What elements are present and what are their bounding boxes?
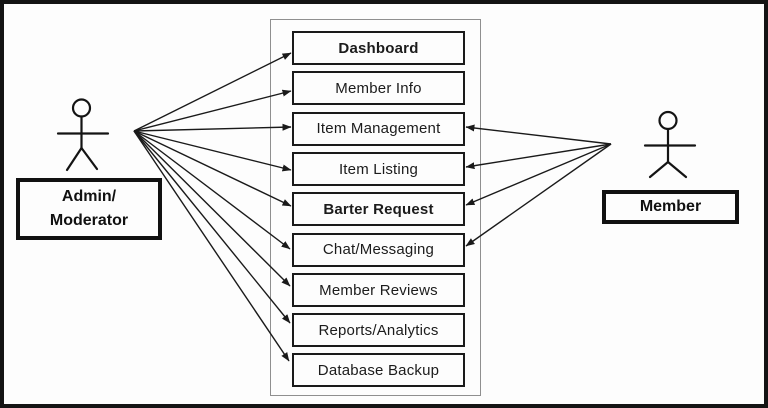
edge-admin-item-management xyxy=(133,123,292,132)
member-edges xyxy=(465,124,612,247)
edge-admin-barter-request xyxy=(133,130,292,207)
usecase-barter-request: Barter Request xyxy=(292,192,465,226)
usecase-reports-analytics: Reports/Analytics xyxy=(292,313,465,347)
usecase-dashboard: Dashboard xyxy=(292,31,465,65)
edge-admin-member-info xyxy=(133,89,292,132)
admin-actor-label: Admin/ Moderator xyxy=(16,178,162,240)
usecase-item-management: Item Management xyxy=(292,111,465,146)
admin-edges xyxy=(133,52,292,362)
edge-member-barter-request xyxy=(465,143,612,206)
admin-actor-icon xyxy=(56,98,110,172)
usecase-member-info: Member Info xyxy=(292,71,465,105)
edge-admin-item-listing xyxy=(133,130,292,172)
edge-admin-database-backup xyxy=(133,130,290,362)
usecase-chat-messaging: Chat/Messaging xyxy=(292,232,465,267)
usecase-database-backup: Database Backup xyxy=(292,353,465,387)
admin-label-line2: Moderator xyxy=(49,212,129,229)
usecase-system-boundary xyxy=(270,19,481,396)
member-label: Member xyxy=(639,198,702,215)
usecase-member-reviews: Member Reviews xyxy=(292,273,465,307)
edge-admin-dashboard xyxy=(133,52,292,132)
edge-admin-reports-analytics xyxy=(133,130,291,324)
admin-label-line1: Admin/ xyxy=(61,188,117,205)
edge-member-chat-messaging xyxy=(465,143,612,247)
edge-member-item-listing xyxy=(465,143,612,170)
usecase-item-listing: Item Listing xyxy=(292,152,465,186)
edge-admin-member-reviews xyxy=(133,130,291,287)
edge-member-item-management xyxy=(465,124,612,145)
member-actor-icon xyxy=(643,110,697,179)
member-actor-label: Member xyxy=(602,190,739,224)
edge-admin-chat-messaging xyxy=(133,130,291,250)
diagram-connectors-layer xyxy=(56,52,697,362)
